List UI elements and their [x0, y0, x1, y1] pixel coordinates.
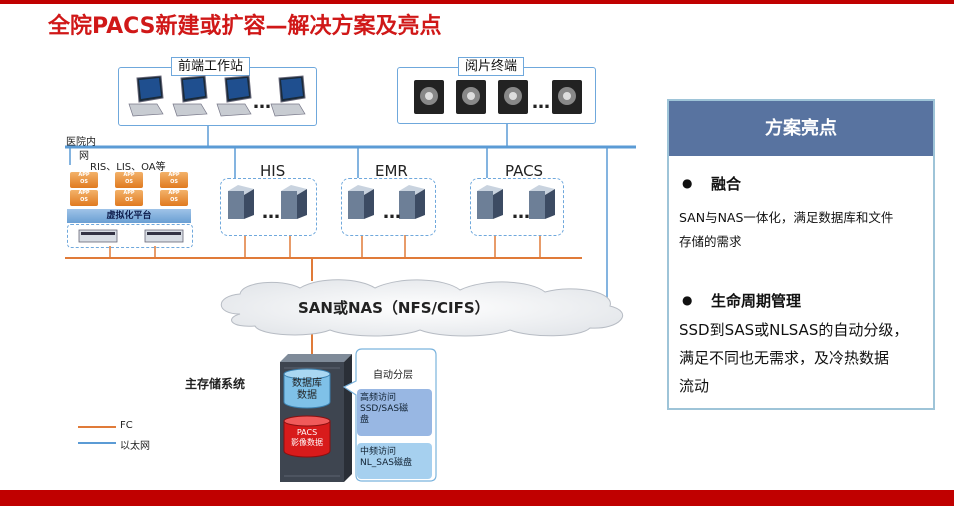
- rack-server-icon: [78, 229, 118, 243]
- highlight-lifecycle-text-2: 满足不同也无需求，及冷热数据: [679, 349, 890, 367]
- virtualization-platform: 虚拟化平台: [67, 209, 191, 223]
- highlight-fusion-text-2: 存储的需求: [679, 234, 742, 249]
- bottom-accent-bar: [0, 490, 954, 506]
- his-label: HIS: [260, 162, 286, 180]
- tower-server-icon: [529, 185, 555, 219]
- tower-server-icon: [281, 185, 307, 219]
- apps-servers: [78, 229, 184, 243]
- pacs-more: …: [512, 202, 530, 223]
- viewer-icons: [414, 80, 582, 114]
- page-title: 全院PACS新建或扩容—解决方案及亮点: [48, 14, 442, 39]
- viewer-terminal-icon: [414, 80, 444, 114]
- viewer-terminal-icon: [498, 80, 528, 114]
- mid-frequency-tier: 中频访问 NL_SAS磁盘: [357, 443, 432, 479]
- frontend-workstations-label: 前端工作站: [171, 57, 251, 76]
- legend-fc: FC: [120, 420, 133, 431]
- auto-tiering-label: 自动分层: [373, 370, 413, 381]
- san-nas-label: SAN或NAS（NFS/CIFS）: [298, 299, 490, 317]
- workstation-icon: [270, 75, 306, 117]
- workstation-icon: [128, 75, 164, 117]
- high-frequency-tier: 高频访问 SSD/SAS磁 盘: [357, 389, 432, 436]
- highlight-lifecycle-text-3: 流动: [679, 377, 710, 395]
- apps-label: RIS、LIS、OA等: [90, 162, 166, 173]
- tower-server-icon: [228, 185, 254, 219]
- viewer-terminal-icon: [552, 80, 582, 114]
- database-cylinder-icon: [283, 368, 331, 409]
- bullet-icon: ●: [682, 176, 693, 190]
- pacs-cluster: [470, 178, 564, 236]
- rack-server-icon: [144, 229, 184, 243]
- highlight-title-lifecycle: 生命周期管理: [711, 292, 802, 310]
- pacs-image-cylinder-icon: [283, 415, 331, 458]
- workstation-icon: [216, 75, 252, 117]
- highlight-title-fusion: 融合: [711, 175, 742, 193]
- top-accent-bar: [0, 0, 954, 4]
- tower-server-icon: [348, 185, 374, 219]
- hospital-network-label-2: 网: [79, 151, 89, 162]
- bullet-icon: ●: [682, 293, 693, 307]
- emr-cluster: [341, 178, 436, 236]
- legend-ethernet: 以太网: [120, 441, 150, 452]
- viewer-terminal-icon: [456, 80, 486, 114]
- highlight-fusion-text-1: SAN与NAS一体化，满足数据库和文件: [679, 210, 894, 225]
- pacs-image-data-label: PACS 影像数据: [291, 428, 323, 447]
- viewer-terminals-label: 阅片终端: [458, 57, 525, 76]
- his-more: …: [262, 202, 280, 223]
- tower-server-icon: [477, 185, 503, 219]
- his-cluster: [220, 178, 317, 236]
- emr-label: EMR: [375, 162, 408, 180]
- emr-more: …: [383, 202, 401, 223]
- highlights-header: 方案亮点: [669, 101, 933, 156]
- main-storage-label: 主存储系统: [185, 377, 246, 391]
- highlights-panel: 方案亮点 ● 融合 SAN与NAS一体化，满足数据库和文件 存储的需求 ● 生命…: [667, 99, 935, 410]
- frontend-more: …: [253, 92, 271, 113]
- san-cloud-icon: [220, 279, 624, 337]
- apps-server-group: [67, 224, 193, 248]
- hospital-network-label-1: 医院内: [66, 137, 96, 148]
- workstation-icons: [128, 75, 306, 117]
- highlight-lifecycle-text-1: SSD到SAS或NLSAS的自动分级，: [679, 321, 909, 339]
- viewer-more: …: [532, 92, 550, 113]
- workstation-icon: [172, 75, 208, 117]
- database-data-label: 数据库 数据: [292, 378, 322, 401]
- pacs-label: PACS: [505, 162, 544, 180]
- tower-server-icon: [399, 185, 425, 219]
